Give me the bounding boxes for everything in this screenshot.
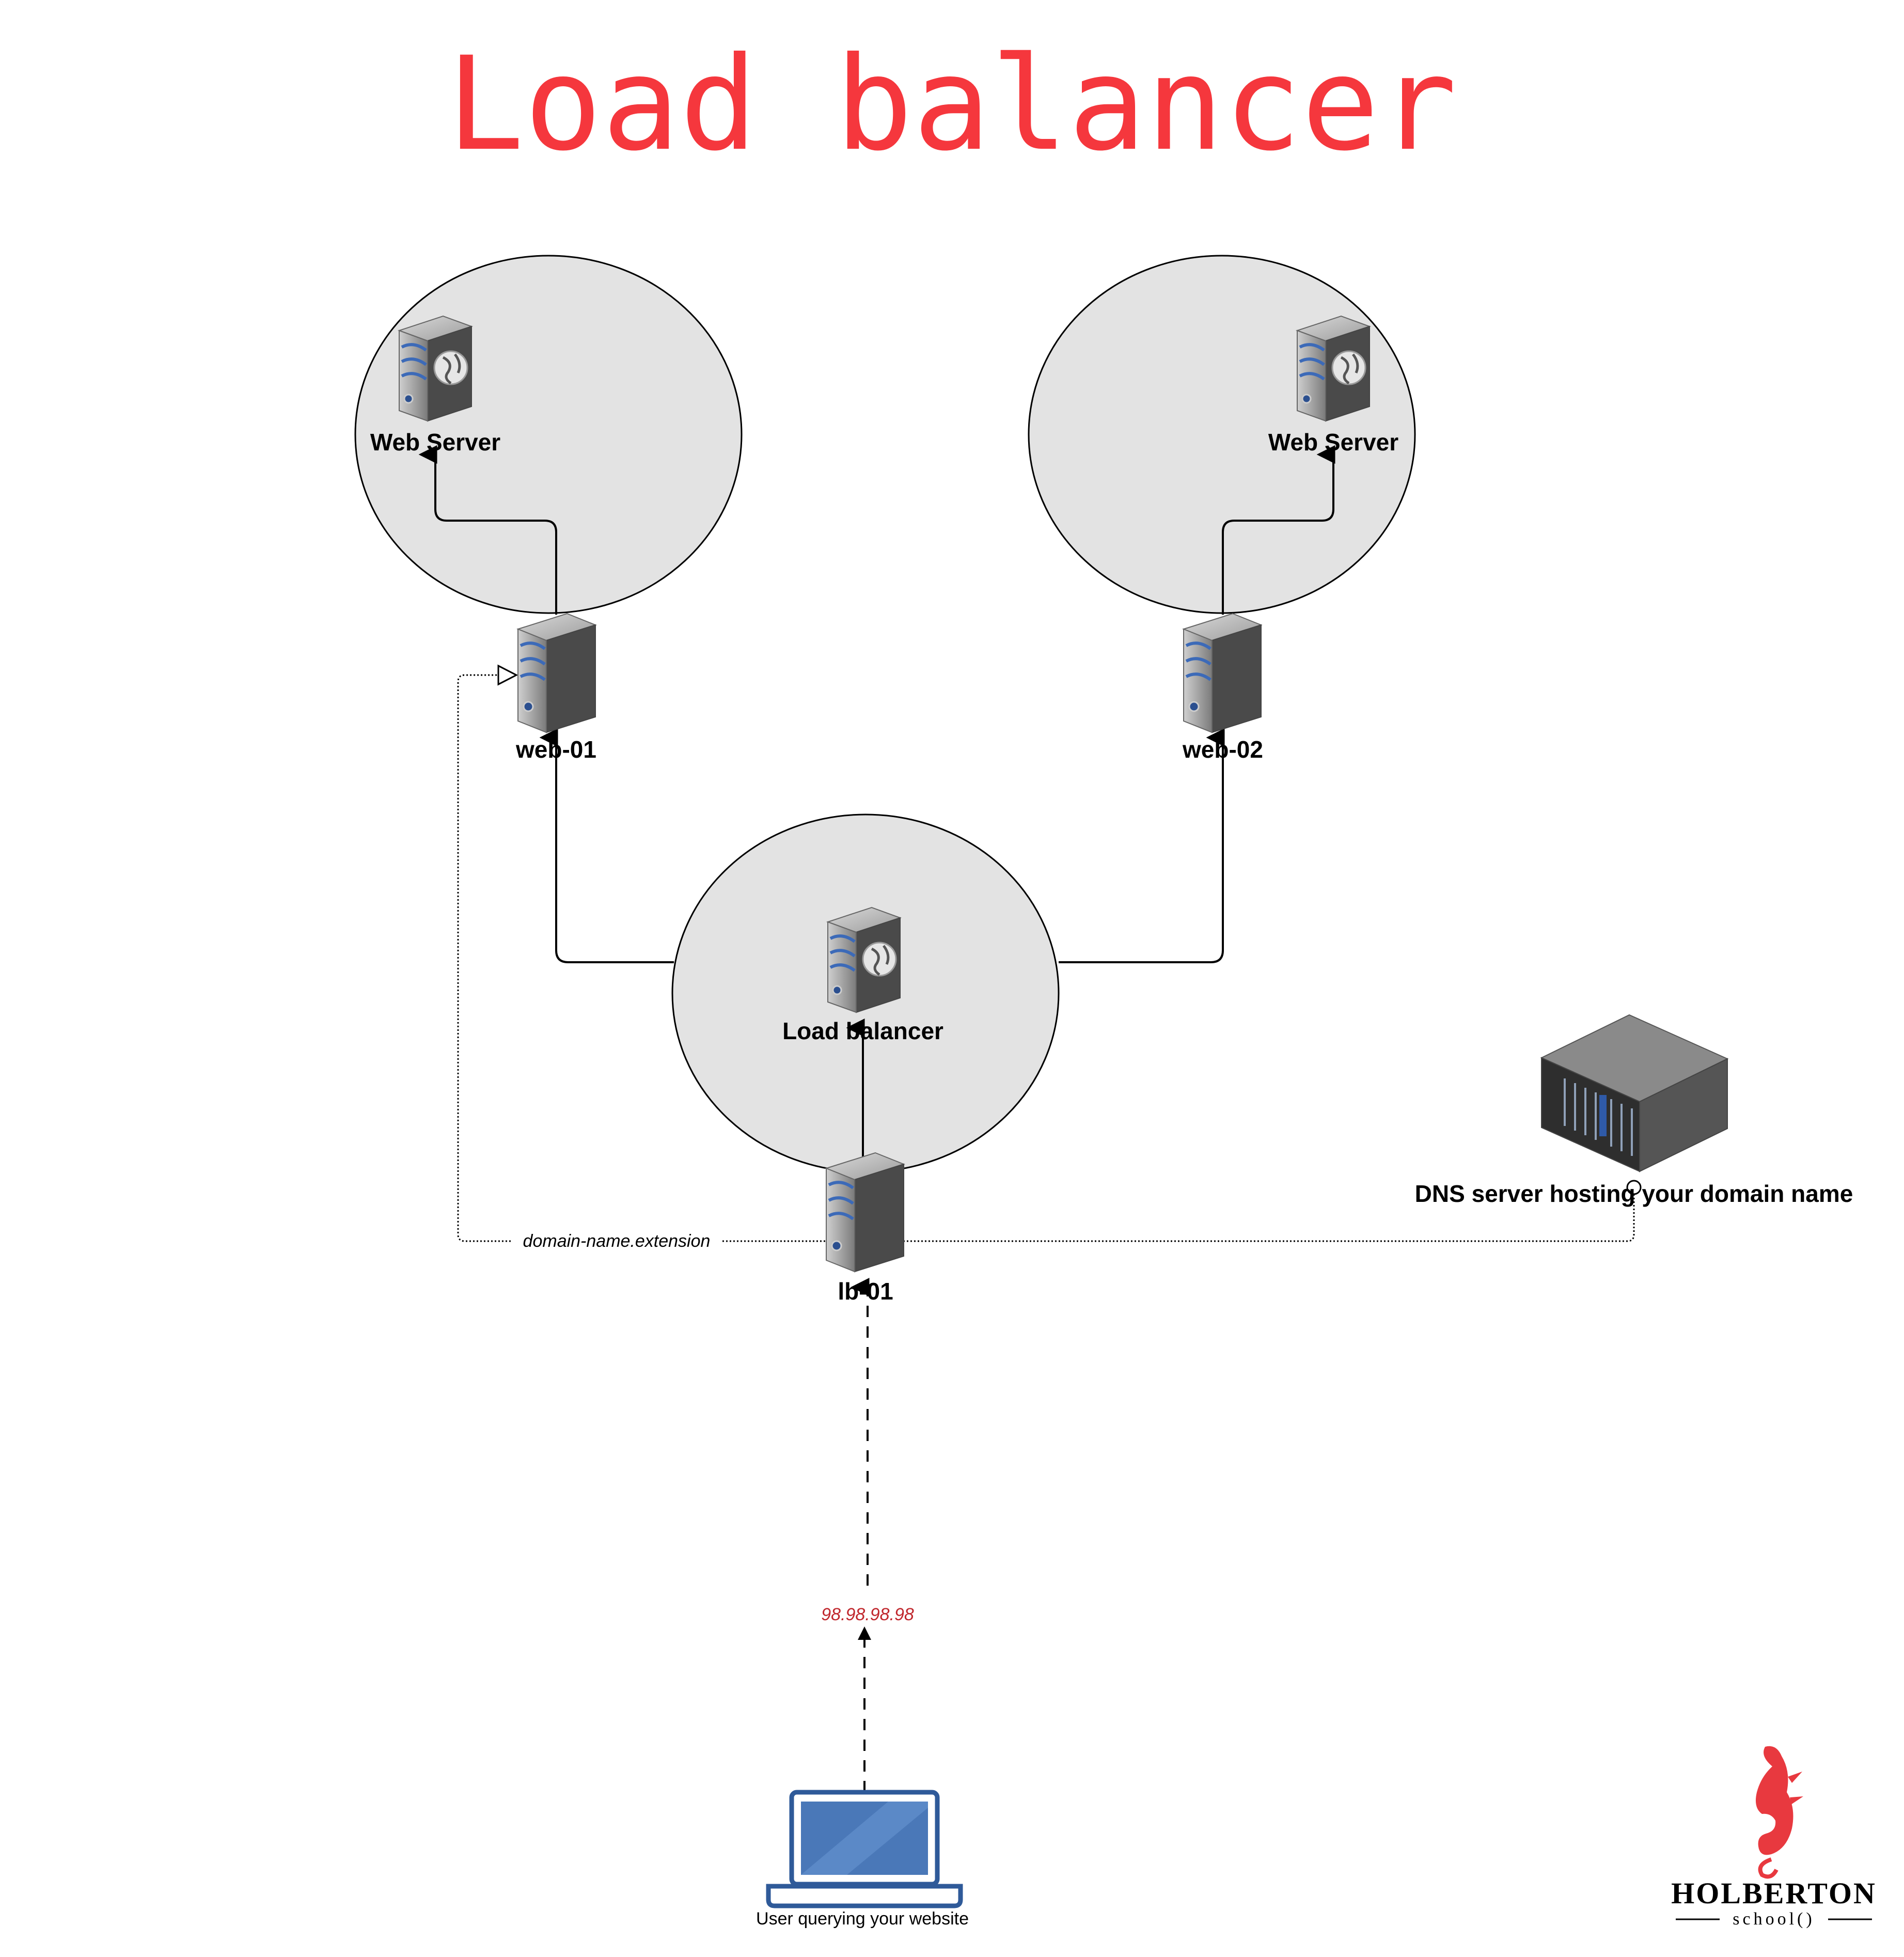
holberton-seahorse-logo <box>1755 1746 1803 1879</box>
load-balancer-software-icon <box>828 907 900 1012</box>
lb-01-server-icon <box>826 1153 904 1272</box>
laptop-icon <box>766 1790 963 1908</box>
dns-arrowhead <box>497 664 518 686</box>
connector-web01-to-webserver1 <box>418 445 557 615</box>
web-server-2-icon <box>1297 316 1370 421</box>
lb-01-label: lb-01 <box>838 1278 893 1305</box>
web-02-label: web-02 <box>1182 736 1263 763</box>
web-server-1-icon <box>399 316 471 421</box>
diagram-title: Load balancer <box>447 29 1457 179</box>
web-01-label: web-01 <box>515 736 596 763</box>
load-balancer-software-label: Load balancer <box>782 1017 943 1044</box>
holberton-logo-sub: school() <box>1733 1909 1815 1929</box>
web-01-server-icon <box>518 614 595 732</box>
web-server-2-label: Web Server <box>1268 429 1398 456</box>
user-label: User querying your website <box>756 1909 969 1929</box>
connector-web02-to-webserver2 <box>1222 445 1335 615</box>
dns-server-label: DNS server hosting your domain name <box>1415 1180 1853 1207</box>
domain-name-label: domain-name.extension <box>523 1231 711 1251</box>
web-02-server-icon <box>1184 614 1261 732</box>
dns-connector-origin <box>1626 1180 1642 1195</box>
holberton-logo-name: HOLBERTON <box>1671 1876 1877 1910</box>
connector-lb-to-web02 <box>1059 728 1225 963</box>
connector-lb-to-web01 <box>539 728 674 963</box>
domain-label-bg <box>512 1231 721 1251</box>
dns-resolution-connector <box>457 674 1635 1242</box>
web-server-1-label: Web Server <box>370 429 500 456</box>
dns-server-icon <box>1540 1014 1729 1172</box>
user-request-arrowhead-mid <box>858 1626 871 1640</box>
ip-address-label: 98.98.98.98 <box>821 1605 914 1624</box>
